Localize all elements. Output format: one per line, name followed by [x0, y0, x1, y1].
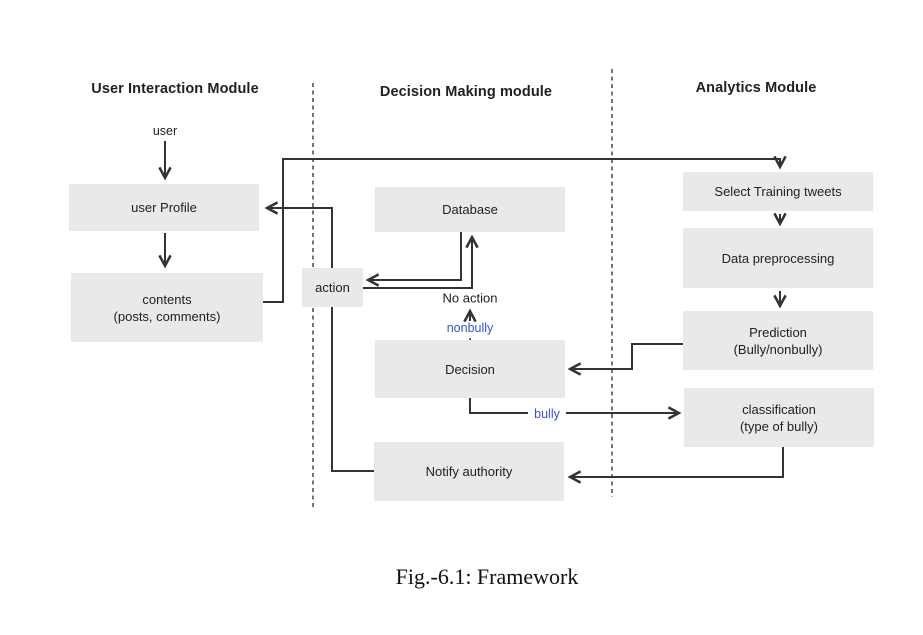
- node-prediction-line2: (Bully/nonbully): [733, 341, 823, 357]
- module-title-decision-making: Decision Making module: [379, 84, 553, 100]
- node-action: action: [302, 268, 363, 307]
- edge-action-to-user-profile: [264, 201, 333, 288]
- node-contents: contents (posts, comments): [71, 273, 263, 342]
- edge-database-to-action: [365, 232, 462, 287]
- node-database: Database: [375, 187, 565, 232]
- user-label: user: [152, 124, 178, 138]
- node-contents-line2: (posts, comments): [113, 308, 221, 324]
- edge-contents-to-select-training-tweets: [263, 155, 787, 303]
- node-prediction-line1: Prediction: [749, 324, 807, 340]
- node-notify-authority-label: Notify authority: [425, 464, 513, 479]
- nonbully-label: nonbully: [446, 321, 494, 335]
- edge-classification-to-notify-authority: [567, 447, 784, 484]
- node-contents-line1: contents: [142, 291, 192, 307]
- node-decision: Decision: [375, 340, 565, 398]
- edge-action-to-notify-authority: [331, 288, 374, 472]
- node-user-profile: user Profile: [69, 184, 259, 231]
- node-prediction: Prediction (Bully/nonbully): [683, 311, 873, 370]
- edge-action-to-database: [363, 234, 479, 289]
- module-title-analytics: Analytics Module: [695, 80, 817, 96]
- module-title-user-interaction: User Interaction Module: [91, 81, 259, 97]
- node-user-profile-label: user Profile: [131, 200, 197, 215]
- node-decision-label: Decision: [445, 361, 495, 377]
- node-notify-authority: Notify authority: [374, 442, 564, 501]
- node-classification-line1: classification: [742, 401, 816, 417]
- node-select-training-tweets-label: Select Training tweets: [714, 184, 842, 199]
- node-classification-line2: (type of bully): [739, 418, 819, 434]
- node-data-preprocessing: Data preprocessing: [683, 228, 873, 288]
- node-database-label: Database: [442, 202, 498, 217]
- node-action-label: action: [315, 280, 350, 295]
- edge-prediction-to-decision: [567, 343, 683, 376]
- edge-decision-to-bully-label: [469, 398, 528, 414]
- figure-caption: Fig.-6.1: Framework: [395, 564, 579, 589]
- node-data-preprocessing-label: Data preprocessing: [721, 250, 835, 266]
- bully-label: bully: [534, 407, 560, 421]
- no-action-label: No action: [442, 290, 498, 306]
- node-classification: classification (type of bully): [684, 388, 874, 447]
- node-select-training-tweets: Select Training tweets: [683, 172, 873, 211]
